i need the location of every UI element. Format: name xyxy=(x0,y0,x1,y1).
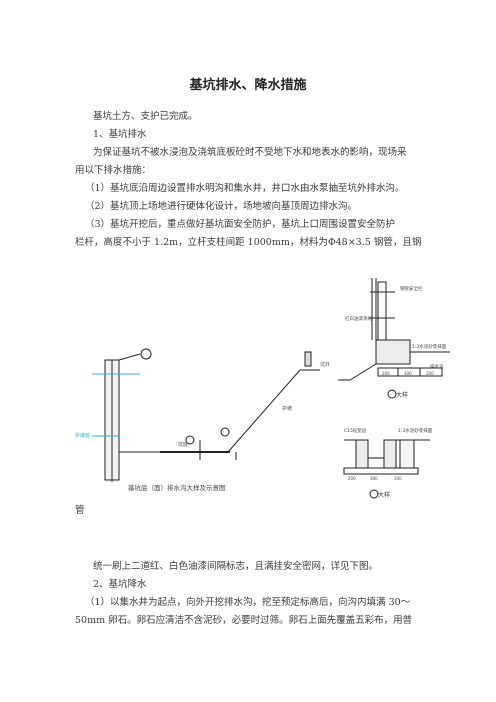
drain-ditch-detail xyxy=(343,439,430,475)
orphan-char: 管 xyxy=(75,505,85,516)
bottom-detail-caption: 大样 xyxy=(378,491,390,499)
bottom-dim-1: 200 xyxy=(348,476,356,481)
label-wall: 护坡桩 xyxy=(75,432,90,439)
item3-text-line2: 栏杆，高度不小于 1.2m，立杆支柱间距 1000mm，材料为Φ48×3.5 钢… xyxy=(75,237,422,248)
label-drain: 排水沟 xyxy=(430,363,444,370)
label-paint: 红白油漆涂刷 xyxy=(345,315,372,322)
section1-heading: 1、基坑排水 xyxy=(93,129,147,140)
section2-heading: 2、基坑降水 xyxy=(93,579,147,590)
bottom-dim-3: 200 xyxy=(394,476,402,481)
label-pit-bottom: 坑底 xyxy=(178,441,188,448)
top-dim-3: 200 xyxy=(426,371,434,376)
label-mortar: 1:3水泥砂浆抹面 xyxy=(412,343,447,350)
section1-tail: 统一刷上二道红、白色油漆间隔标志，且满挂安全密网，详见下图。 xyxy=(93,561,379,572)
bottom-dim-2: 300 xyxy=(370,476,378,481)
top-detail-caption: 大样 xyxy=(396,391,408,399)
item1-text: （1）基坑底沿周边设置排水明沟和集水井，井口水由水泵抽至坑外排水沟。 xyxy=(85,183,405,194)
section2-line1: （1）以集水井为起点，向外开挖排水沟，挖至预定标高后，向沟内填满 30～ xyxy=(85,597,411,608)
section1-text-line1: 为保证基坑不被水浸泡及浇筑底板砼时不受地下水和地表水的影响，现场采 xyxy=(93,147,407,158)
label-slope: 护坡 xyxy=(282,405,292,412)
item3-text-line1: （3）基坑开挖后，重点做好基坑面安全防护，基坑上口周围设置安全防护 xyxy=(85,219,396,230)
left-diagram-caption: 基坑底（面）排水沟大样及示意图 xyxy=(128,483,226,492)
section2-line2: 50mm 卵石。卵石应清洁不含泥砂，必要时过筛。卵石上面先覆盖五彩布，用普 xyxy=(75,615,413,626)
pit-drainage-diagram xyxy=(92,348,320,482)
label-rail: 钢管安全栏 xyxy=(400,285,423,292)
top-dim-2: 300 xyxy=(404,371,412,376)
label-outside: 坑外 xyxy=(320,361,330,368)
label-mortar-bottom: 1:3水泥砂浆抹面 xyxy=(398,427,433,434)
item2-text: （2）基坑顶上场地进行硬体化设计，场地坡向基顶周边排水沟。 xyxy=(85,201,358,212)
intro-text: 基坑土方、支护已完成。 xyxy=(93,111,198,122)
label-cushion: C15砼垫层 xyxy=(344,427,367,434)
top-dim-1: 200 xyxy=(382,371,390,376)
page-title: 基坑排水、降水措施 xyxy=(189,78,307,93)
section1-text-line2: 用以下排水措施： xyxy=(75,165,152,176)
guardrail-detail xyxy=(338,278,450,381)
